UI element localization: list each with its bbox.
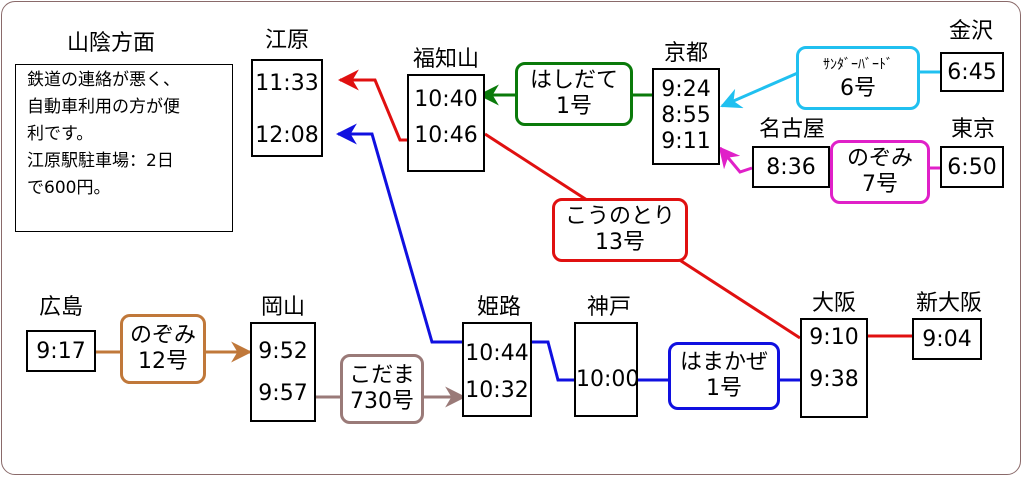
time-label: 10:46 [414,123,478,148]
time-label: 12:08 [255,123,319,148]
station-name-hiroshima: 広島 [38,295,83,320]
time-label: 10:00 [576,367,640,392]
station-box-nagoya: 8:36 [752,146,830,188]
train-label-konotori: こうのとり 13号 [552,198,688,262]
note-line: 鉄道の連絡が悪く、 [27,70,180,90]
train-name: はしだて [529,68,618,93]
train-name: こうのとり [564,204,675,229]
note-title: 山陰方面 [67,31,156,56]
train-number: 12号 [138,349,188,374]
train-name: のぞみ [846,146,913,171]
train-name: こだま [349,363,415,388]
note-line: で600円。 [27,178,111,198]
fukuchiyama-ebara-route [337,69,412,142]
time-label: 10:32 [465,378,529,403]
time-label: 10:44 [465,341,529,366]
station-box-ebara: 11:33 12:08 [251,59,323,157]
time-label: 9:04 [922,327,972,352]
note-line: 江原駅駐車場：2日 [27,151,174,171]
time-label: 9:24 [661,77,711,102]
time-label: 9:11 [661,129,711,154]
time-label: 6:45 [947,60,997,85]
train-number: 6号 [840,76,876,101]
nozomi7-nagoya-kyoto [718,146,753,174]
note-line: 自動車利用の方が便 [27,97,180,117]
train-label-nozomi7: のぞみ 7号 [830,140,930,204]
train-name: のぞみ [129,323,196,348]
note-line: 利です。 [27,124,94,144]
train-number: 7号 [862,172,898,197]
train-label-hashidate: はしだて 1号 [515,62,633,126]
train-number: 730号 [350,389,414,414]
train-label-nozomi12: のぞみ 12号 [120,314,206,384]
time-label: 9:38 [809,367,859,392]
station-name-kyoto: 京都 [663,41,708,66]
time-label: 9:57 [258,381,308,406]
time-label: 9:52 [258,339,308,364]
station-box-kanazawa: 6:45 [940,52,1004,92]
time-label: 9:10 [809,325,859,350]
station-name-fukuchiyama: 福知山 [412,47,479,72]
train-label-kodama: こだま 730号 [340,354,424,424]
train-label-thunderbird: ｻﾝﾀﾞｰﾊﾞｰﾄﾞ 6号 [796,46,920,110]
station-box-kyoto: 9:24 8:55 9:11 [652,68,720,165]
train-name: はまかぜ [679,350,768,375]
time-label: 9:17 [36,339,86,364]
station-name-tokyo: 東京 [950,117,995,142]
note-box: 鉄道の連絡が悪く、 自動車利用の方が便 利です。 江原駅駐車場：2日 で600円… [15,64,233,232]
station-name-osaka: 大阪 [811,291,856,316]
train-number: 1号 [706,376,742,401]
station-name-ebara: 江原 [264,28,309,53]
time-label: 8:55 [661,103,711,128]
station-name-nagoya: 名古屋 [758,117,825,142]
station-box-fukuchiyama: 10:40 10:46 [407,74,485,172]
train-number: 1号 [556,94,592,119]
station-box-hiroshima: 9:17 [26,330,96,372]
hamakaze-kobe-himeji [532,340,574,382]
train-name: ｻﾝﾀﾞｰﾊﾞｰﾄﾞ [823,57,893,73]
station-box-shinosaka: 9:04 [912,318,982,360]
station-box-kobe: 10:00 [574,322,640,417]
station-name-shinosaka: 新大阪 [915,291,982,316]
station-name-okayama: 岡山 [260,295,305,320]
train-number: 13号 [595,230,645,255]
time-label: 11:33 [255,71,319,96]
station-box-okayama: 9:52 9:57 [250,322,316,422]
station-box-osaka: 9:10 9:38 [800,318,868,418]
station-box-himeji: 10:44 10:32 [462,322,532,417]
train-label-hamakaze: はまかぜ 1号 [668,342,780,410]
station-name-kanazawa: 金沢 [948,19,993,44]
hamakaze-himeji-ebara [335,123,462,344]
station-box-tokyo: 6:50 [940,146,1004,188]
time-label: 10:40 [414,87,478,112]
station-name-kobe: 神戸 [586,295,631,320]
time-label: 8:36 [766,155,816,180]
station-name-himeji: 姫路 [476,295,521,320]
time-label: 6:50 [947,155,997,180]
